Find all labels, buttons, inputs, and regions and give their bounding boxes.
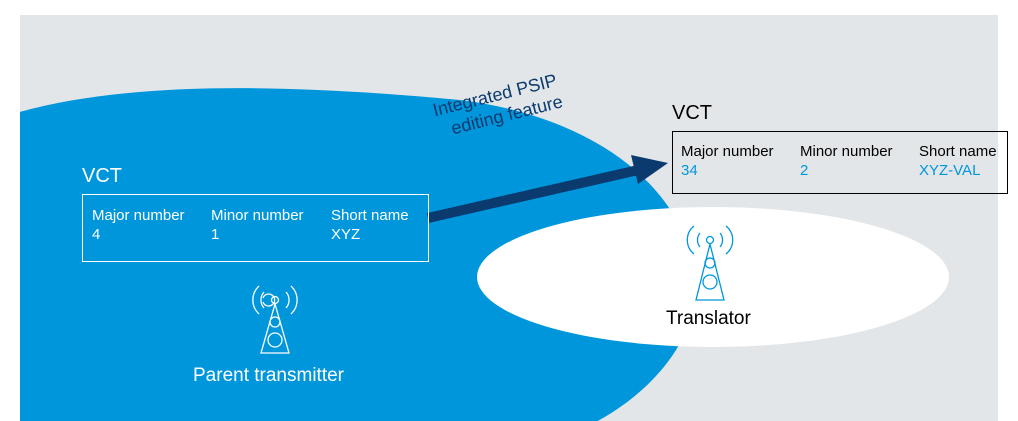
parent-val-short: XYZ [331, 226, 361, 243]
parent-transmitter-label: Parent transmitter [193, 365, 344, 386]
parent-vct-title: VCT [82, 165, 122, 187]
translator-coverage-area [477, 207, 949, 347]
translator-val-minor: 2 [800, 162, 809, 179]
parent-vct-table [82, 194, 429, 262]
parent-col-minor: Minor number [211, 207, 304, 224]
translator-col-major: Major number [681, 143, 774, 160]
translator-col-minor: Minor number [800, 143, 893, 160]
translator-label: Translator [666, 308, 751, 329]
psip-arrow-head [631, 155, 668, 184]
parent-val-minor: 1 [211, 226, 220, 243]
psip-arrow-shaft [426, 165, 640, 223]
translator-val-major: 34 [681, 162, 698, 179]
parent-tower-icon [252, 285, 298, 354]
translator-val-short: XYZ-VAL [919, 162, 981, 179]
parent-val-major: 4 [92, 226, 101, 243]
translator-vct-table [672, 131, 1008, 194]
parent-col-short: Short name [331, 207, 409, 224]
translator-col-short: Short name [919, 143, 997, 160]
parent-col-major: Major number [92, 207, 185, 224]
translator-vct-title: VCT [672, 102, 712, 124]
parent-coverage-area [20, 88, 696, 421]
translator-tower-icon [686, 225, 734, 301]
